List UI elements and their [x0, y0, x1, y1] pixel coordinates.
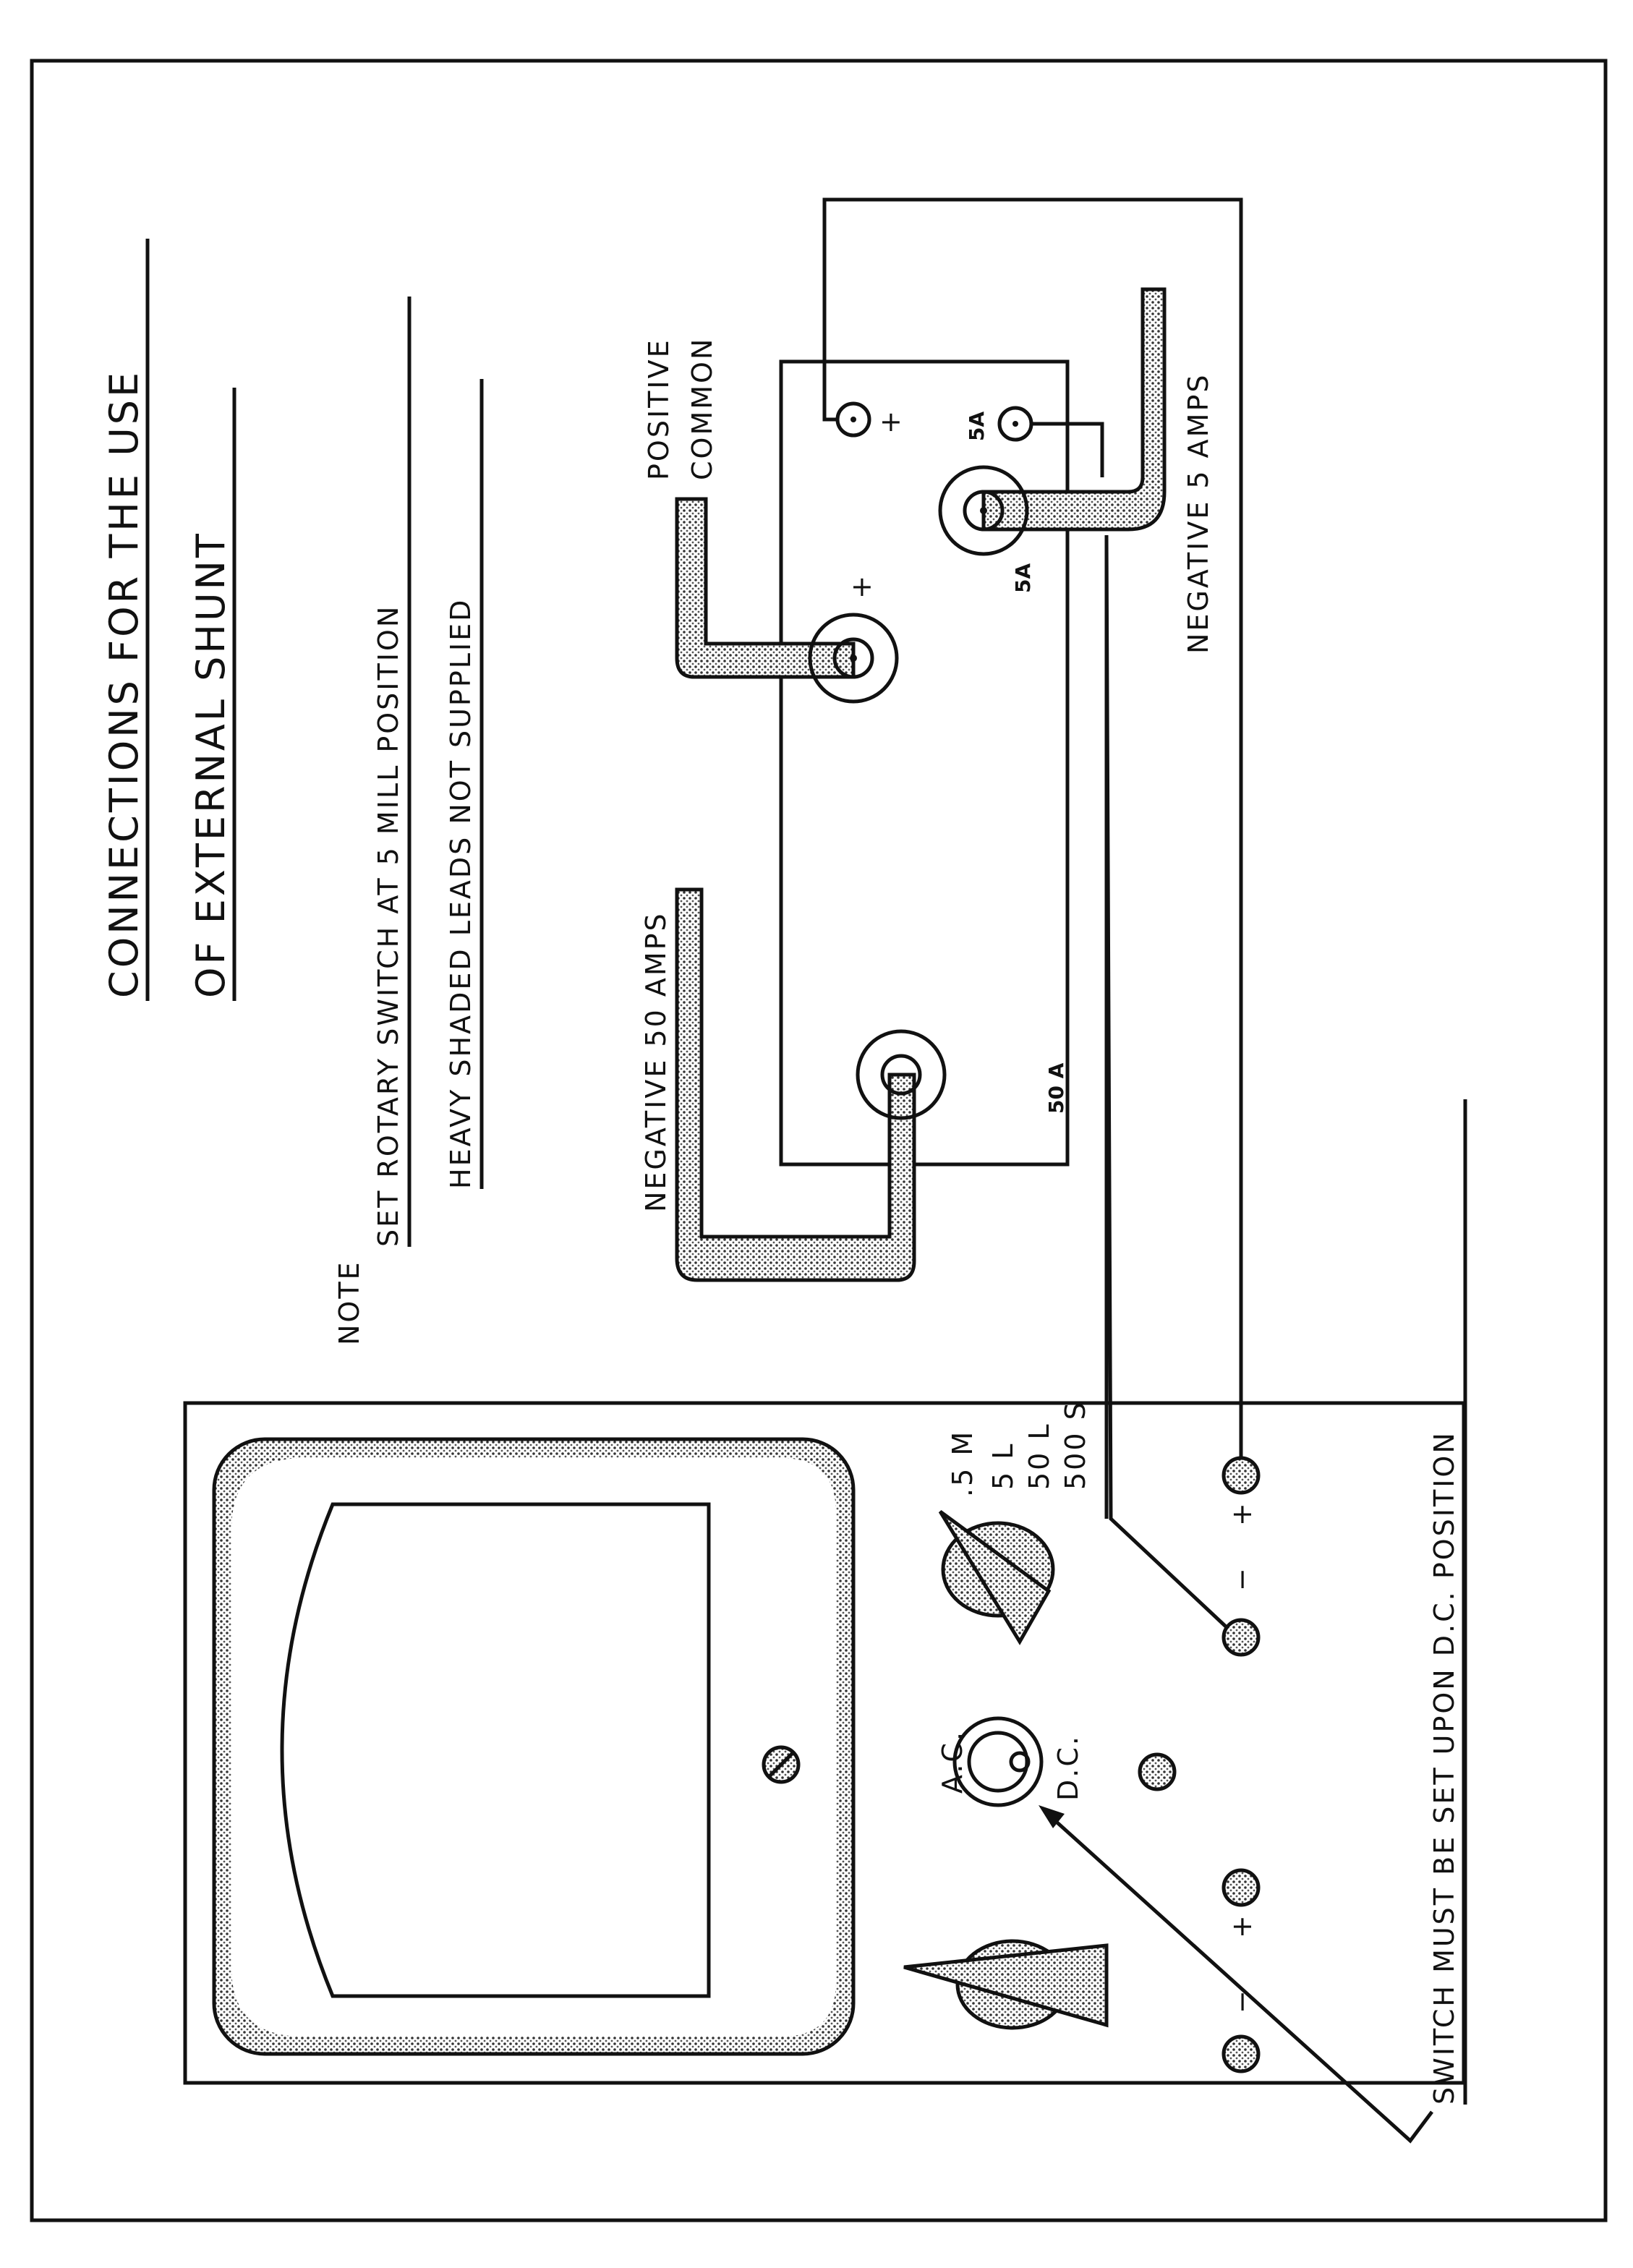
ac-label: A.C.: [937, 1730, 968, 1794]
plus-sign: +: [879, 406, 905, 438]
page-border: [30, 59, 1608, 2222]
jack[interactable]: [1138, 1752, 1177, 1791]
50a-label: 50 A: [1044, 1062, 1068, 1114]
plus-sign: +: [1226, 1501, 1258, 1526]
note-line-1: SET ROTARY SWITCH AT 5 MILL POSITION: [372, 605, 404, 1247]
5a-label-small: 5A: [965, 412, 989, 441]
title-line-1: CONNECTIONS FOR THE USE: [101, 370, 147, 998]
minus-sign: −: [1226, 1566, 1258, 1591]
right-plus-jack[interactable]: [1221, 1456, 1261, 1495]
note-line-2: HEAVY SHADED LEADS NOT SUPPLIED: [445, 598, 477, 1189]
note-label: NOTE: [333, 1260, 365, 1345]
arrow-head-icon: [1039, 1805, 1065, 1828]
plus-sign: +: [850, 571, 876, 602]
negative-wire: [1104, 534, 1228, 1629]
range-label-0-5m: .5 M: [947, 1430, 978, 1497]
positive-common-lead: [675, 497, 856, 679]
right-minus-jack[interactable]: [1221, 1618, 1261, 1657]
range-label-500s: 500 S: [1059, 1400, 1091, 1490]
ac-dc-switch[interactable]: [952, 1716, 1044, 1807]
meter-scale: [280, 1502, 711, 1998]
range-rotary-switch[interactable]: [938, 1509, 1055, 1645]
5a-terminal-big: [938, 465, 1029, 556]
range-label-5l: 5 L: [987, 1442, 1019, 1490]
negative-50-amps-label: NEGATIVE 50 AMPS: [640, 911, 672, 1212]
negative-50a-lead: [675, 887, 916, 1282]
5a-terminal-small: [997, 406, 1033, 442]
positive-common-terminal: [808, 613, 899, 704]
left-plus-jack[interactable]: [1221, 1868, 1261, 1907]
range-label-50l: 50 L: [1023, 1422, 1055, 1490]
plus-sign: +: [1226, 1913, 1258, 1938]
arrow-leader: [1043, 1809, 1433, 2144]
external-shunt: [779, 359, 1070, 1167]
5a-label-big: 5A: [1011, 563, 1035, 593]
negative-5-amps-label: NEGATIVE 5 AMPS: [1182, 372, 1214, 654]
positive-wire: [822, 197, 1243, 1461]
common-label: COMMON: [686, 337, 718, 480]
positive-label: POSITIVE: [643, 338, 675, 480]
title-line-2: OF EXTERNAL SHUNT: [188, 531, 234, 998]
function-selector-knob[interactable]: [903, 1939, 1109, 2030]
negative-5a-wire: [1030, 422, 1104, 477]
switch-note: SWITCH MUST BE SET UPON D.C. POSITION: [1428, 1431, 1460, 2105]
left-minus-jack[interactable]: [1221, 2034, 1261, 2073]
dc-label: D.C.: [1052, 1734, 1084, 1801]
50a-terminal: [856, 1029, 947, 1120]
plus-terminal-small: [835, 401, 871, 438]
